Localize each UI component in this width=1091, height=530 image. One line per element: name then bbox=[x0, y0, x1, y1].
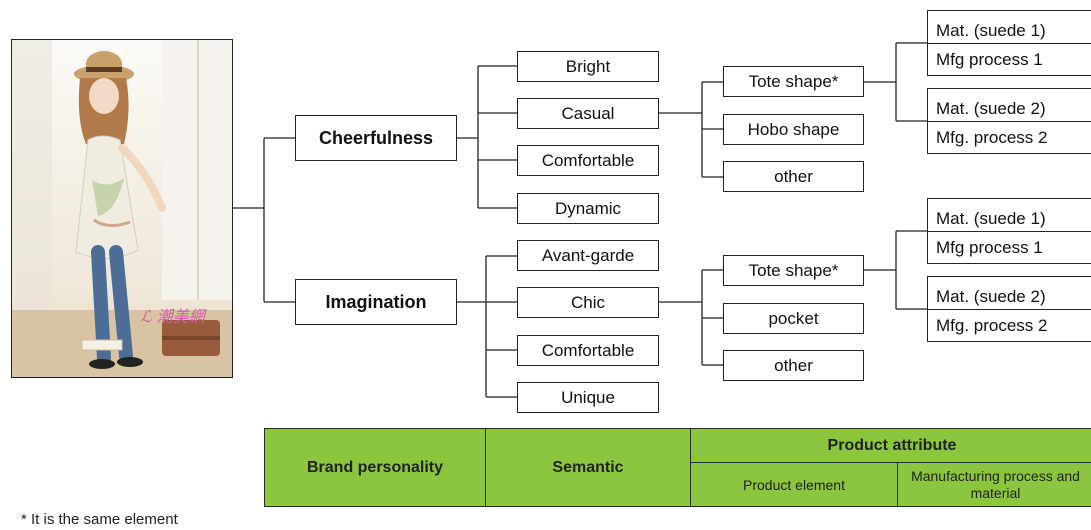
attribute-label: Mfg. process 2 bbox=[936, 128, 1048, 148]
personality-box: Imagination bbox=[295, 279, 457, 325]
element-box: Tote shape* bbox=[723, 255, 864, 286]
semantic-box: Bright bbox=[517, 51, 659, 82]
legend-product-element: Product element bbox=[691, 463, 898, 506]
model-photo: ℒ 潮美網 bbox=[11, 39, 233, 378]
legend-brand-personality: Brand personality bbox=[265, 429, 486, 506]
semantic-box: Avant-garde bbox=[517, 240, 659, 271]
attribute-divider bbox=[927, 121, 1091, 122]
model-illustration: ℒ 潮美網 bbox=[12, 40, 232, 377]
legend-product-attribute: Product attribute bbox=[691, 429, 1091, 463]
attribute-divider bbox=[927, 309, 1091, 310]
element-box: other bbox=[723, 161, 864, 192]
element-box: pocket bbox=[723, 303, 864, 334]
attribute-label: Mat. (suede 1) bbox=[936, 208, 1046, 228]
attribute-label: Mat. (suede 2) bbox=[936, 98, 1046, 118]
attribute-label: Mfg. process 2 bbox=[936, 316, 1048, 336]
attribute-divider bbox=[927, 43, 1091, 44]
attribute-label: Mfg process 1 bbox=[936, 238, 1043, 258]
element-box: other bbox=[723, 350, 864, 381]
personality-box: Cheerfulness bbox=[295, 115, 457, 161]
watermark-logo: ℒ 潮美網 bbox=[140, 307, 208, 326]
attribute-label: Mat. (suede 1) bbox=[936, 20, 1046, 40]
semantic-box: Dynamic bbox=[517, 193, 659, 224]
attribute-divider bbox=[927, 231, 1091, 232]
attribute-label: Mat. (suede 2) bbox=[936, 286, 1046, 306]
semantic-box: Casual bbox=[517, 98, 659, 129]
legend-semantic: Semantic bbox=[486, 429, 691, 506]
semantic-box: Comfortable bbox=[517, 145, 659, 176]
semantic-box: Comfortable bbox=[517, 335, 659, 366]
footnote: * It is the same element bbox=[21, 511, 178, 528]
attribute-label: Mfg process 1 bbox=[936, 50, 1043, 70]
semantic-box: Unique bbox=[517, 382, 659, 413]
element-box: Tote shape* bbox=[723, 66, 864, 97]
semantic-box: Chic bbox=[517, 287, 659, 318]
legend-manufacturing: Manufacturing process and material bbox=[911, 467, 1080, 501]
legend-table: Brand personality Semantic Product attri… bbox=[264, 428, 1091, 507]
element-box: Hobo shape bbox=[723, 114, 864, 145]
